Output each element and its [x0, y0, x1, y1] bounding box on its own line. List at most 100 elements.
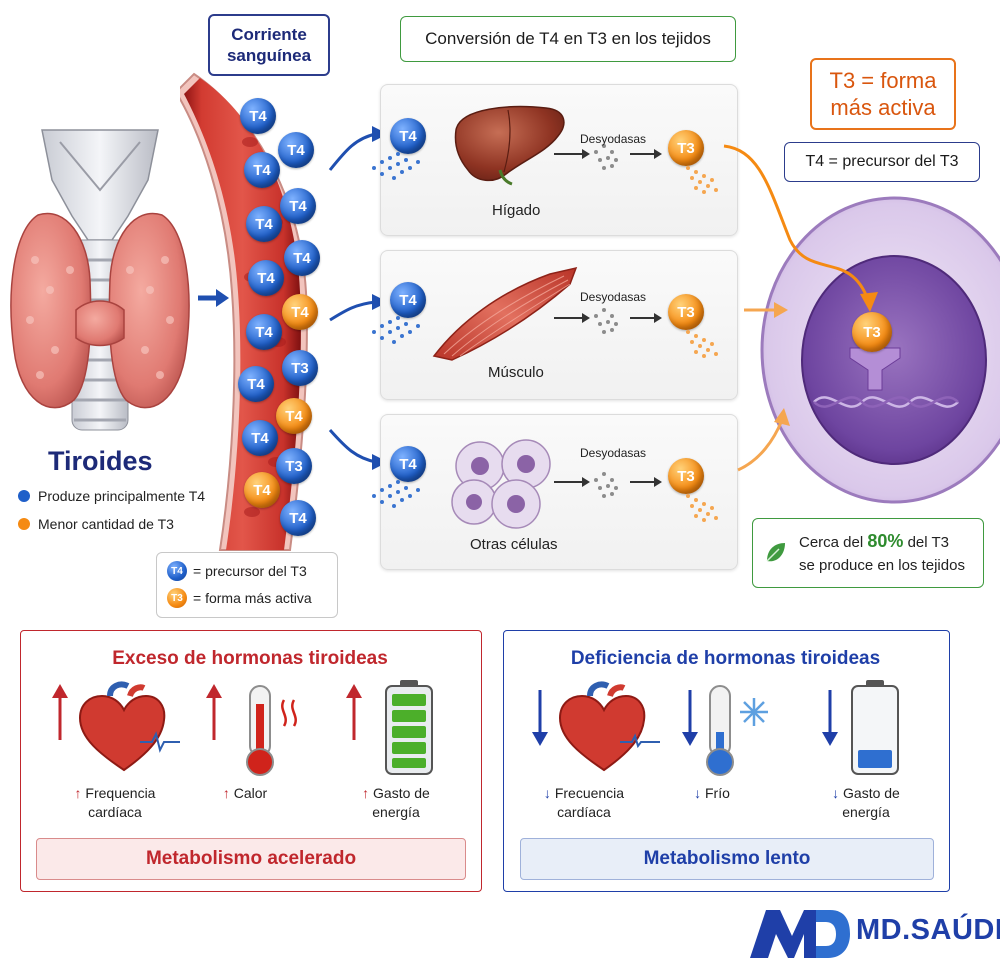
excess-effect-energy-line2: energía [372, 804, 420, 820]
deficiency-effect-heart-arrow: ↓ [543, 785, 551, 801]
vessel-hormone-t4: T3 [282, 350, 318, 386]
excess-effect-heat-line1: Calor [233, 785, 268, 801]
thyroid-legend-item-t4: Produze principalmente T4 [18, 488, 205, 504]
conversion-arrows [554, 313, 662, 323]
t3-active-line1: T3 = forma [829, 68, 937, 93]
vessel-hormone-t4: T3 [276, 448, 312, 484]
conversion-title-box: Conversión de T4 en T3 en los tejidos [400, 16, 736, 62]
vessel-hormone-t3: T4 [282, 294, 318, 330]
leaf-icon [766, 543, 785, 562]
tissue-name-other-cells: Otras células [470, 536, 558, 553]
legend-t4-badge: T4 [167, 561, 187, 581]
md-saude-logo-mark [750, 910, 850, 958]
bloodstream-title-box: Corriente sanguínea [208, 14, 330, 76]
deficiency-effect-cold-line1: Frío [705, 785, 730, 801]
tissue-note-prefix: Cerca del [799, 534, 868, 551]
excess-effect-heat-arrow: ↑ [222, 785, 230, 801]
tissue-output-t3-hormone: T3 [668, 130, 704, 166]
excess-effect-heart-line1: Frequencia [85, 785, 156, 801]
deficiency-effect-heart-line2: cardíaca [557, 804, 611, 820]
deficiency-effect-energy-line1: Gasto de [843, 785, 900, 801]
conversion-arrows [554, 477, 662, 487]
excess-effect-heat: ↑ Calor [200, 784, 290, 803]
thyroid-illustration [10, 129, 190, 431]
tissue-name-liver: Hígado [492, 202, 541, 219]
excess-effect-energy: ↑ Gasto de energía [346, 784, 446, 822]
thyroid-title: Tiroides [48, 446, 153, 476]
legend-t3-row: T3 = forma más activa [167, 588, 312, 608]
tissue-note-highlight: 80% [867, 531, 904, 551]
excess-effect-energy-line1: Gasto de [373, 785, 430, 801]
enzyme-label-muscle: Desyodasas [580, 290, 647, 304]
tissue-name-muscle: Músculo [488, 364, 544, 381]
thyroid-legend-item-t3: Menor cantidad de T3 [18, 516, 174, 532]
t4-precursor-box: T4 = precursor del T3 [784, 142, 980, 182]
bloodstream-title-line2: sanguínea [226, 46, 312, 65]
t4-precursor-text: T4 = precursor del T3 [805, 153, 959, 170]
tissue-note-line1: Cerca del 80% del T3 [799, 531, 949, 552]
tissue-input-t4-hormone: T4 [390, 118, 426, 154]
enzyme-label-liver: Desyodasas [580, 132, 647, 146]
t3-dot-icon [18, 518, 30, 530]
vessel-hormone-t4: T4 [238, 366, 274, 402]
deficiency-effect-energy-arrow: ↓ [832, 785, 840, 801]
tissue-note-line2: se produce en los tejidos [799, 557, 965, 574]
tissue-note-suffix: del T3 [903, 534, 949, 551]
excess-effect-heart-arrow: ↑ [74, 785, 82, 801]
md-saude-logo-text: MD.SAÚDE [856, 914, 1000, 946]
target-cell [760, 196, 1000, 504]
excess-heart-icon [52, 681, 180, 772]
vessel-hormone-t3: T4 [276, 398, 312, 434]
conversion-title: Conversión de T4 en T3 en los tejidos [425, 29, 711, 48]
muscle-icon [432, 266, 578, 361]
tissue-input-t4-hormone: T4 [390, 282, 426, 318]
deficiency-effect-energy: ↓ Gasto de energía [816, 784, 916, 822]
vessel-hormone-t4: T4 [242, 420, 278, 456]
deficiency-title: Deficiencia de hormonas tiroideas [570, 648, 881, 669]
vessel-hormone-t4: T4 [246, 314, 282, 350]
t3-active-line2: más activa [830, 95, 936, 120]
tissue-note-box: Cerca del 80% del T3 se produce en los t… [752, 518, 984, 588]
thyroid-item2: Menor cantidad de T3 [38, 516, 174, 532]
deficiency-effect-heart: ↓ Frecuencia cardíaca [526, 784, 642, 822]
excess-effect-energy-arrow: ↑ [362, 785, 370, 801]
excess-title: Exceso de hormonas tiroideas [112, 648, 388, 669]
cell-t3-hormone: T3 [852, 312, 892, 352]
bloodstream-title-line1: Corriente [231, 25, 307, 44]
vessel-hormone-t4: T4 [278, 132, 314, 168]
excess-result: Metabolismo acelerado [36, 838, 466, 880]
vessel-hormone-t4: T4 [280, 188, 316, 224]
excess-battery-icon [346, 680, 433, 775]
thyroid-item1: Produze principalmente T4 [38, 488, 206, 504]
deficiency-heart-icon [532, 681, 660, 772]
other-cells-icon [451, 439, 551, 529]
tissue-input-t4-hormone: T4 [390, 446, 426, 482]
vessel-hormone-t4: T4 [240, 98, 276, 134]
deficiency-thermometer-icon [682, 685, 768, 776]
tissue-output-t3-hormone: T3 [668, 294, 704, 330]
excess-effect-heart-line2: cardíaca [88, 804, 142, 820]
vessel-hormone-t4: T4 [280, 500, 316, 536]
excess-thermometer-icon [206, 684, 297, 776]
legend-t4-text: = precursor del T3 [193, 563, 307, 579]
conversion-arrows [554, 149, 662, 159]
deficiency-effect-heart-line1: Frecuencia [554, 785, 625, 801]
deficiency-effect-cold: ↓ Frío [672, 784, 752, 803]
legend-t4-row: T4 = precursor del T3 [167, 561, 307, 581]
deficiency-battery-icon [822, 680, 899, 775]
deficiency-effect-energy-line2: energía [842, 804, 890, 820]
enzyme-label-other-cells: Desyodasas [580, 446, 647, 460]
t3-to-cell-arrows [723, 144, 878, 472]
vessel-hormone-t4: T4 [246, 206, 282, 242]
thyroid-to-vessel-arrow [198, 289, 229, 307]
liver-icon [454, 105, 565, 186]
legend-t3-badge: T3 [167, 588, 187, 608]
vessel-hormone-t4: T4 [284, 240, 320, 276]
legend-t3-text: = forma más activa [193, 590, 312, 606]
vessel-hormone-t3: T4 [244, 472, 280, 508]
t4-dot-icon [18, 490, 30, 502]
vessel-hormone-t4: T4 [248, 260, 284, 296]
vessel-hormone-t4: T4 [244, 152, 280, 188]
deficiency-result: Metabolismo lento [520, 838, 934, 880]
t3-active-box: T3 = forma más activa [810, 58, 956, 130]
